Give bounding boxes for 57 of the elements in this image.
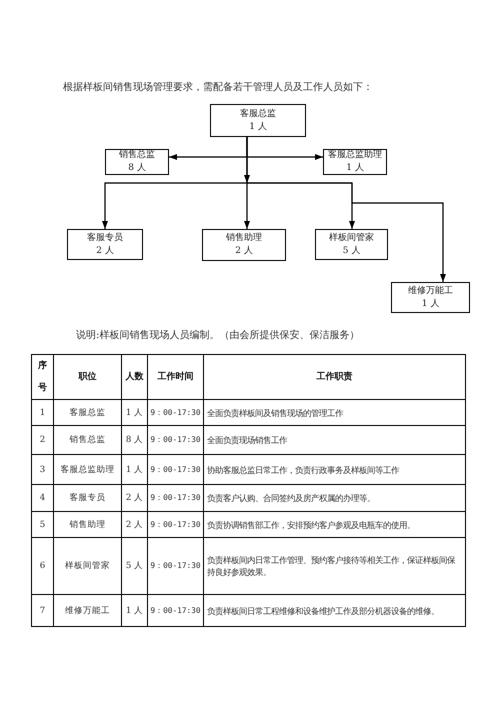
row-number: 7	[32, 594, 54, 626]
duty-description: 负责客户认购、合同签约及房产权属的办理等。	[204, 484, 466, 512]
headcount: 1 人	[422, 298, 440, 310]
headcount: 1 人	[122, 594, 148, 626]
column-header: 职位	[54, 354, 122, 400]
duty-description: 协助客服总监日常工作，负责行政事务及样板间等工作	[204, 454, 466, 484]
row-number: 3	[32, 454, 54, 484]
row-number: 4	[32, 484, 54, 512]
position-title: 维修万能工	[408, 284, 453, 298]
position-box	[323, 149, 387, 175]
position-title: 样板间管家	[329, 232, 374, 244]
position-box	[202, 229, 286, 261]
column-header: 工作职责	[204, 354, 466, 400]
arrow	[246, 137, 446, 282]
column-header: 序号	[32, 354, 54, 400]
headcount: 5 人	[122, 538, 148, 594]
headcount: 2 人	[122, 484, 148, 512]
headcount: 8 人	[128, 162, 146, 175]
headcount: 8 人	[122, 426, 148, 454]
position-title: 客服专员	[87, 232, 123, 244]
headcount: 1 人	[249, 120, 267, 134]
position-box	[391, 282, 470, 313]
position-name: 客服总监助理	[54, 454, 122, 484]
intro-sentence: 根据样板间销售现场管理要求，需配备若干管理人员及工作人员如下：	[63, 81, 373, 94]
headcount: 2 人	[96, 244, 114, 258]
position-box	[67, 229, 143, 260]
column-header: 人数	[122, 354, 148, 400]
position-box	[210, 104, 306, 137]
headcount: 1 人	[122, 400, 148, 426]
row-number: 2	[32, 426, 54, 454]
note-text: 说明:样板间销售现场人员编制。（由会所提供保安、保洁服务）	[76, 329, 360, 342]
column-header: 工作时间	[148, 354, 204, 400]
duty-description: 负责样板间内日常工作管理、预约客户接待等相关工作，保证样板间保持良好参观效果。	[204, 538, 466, 594]
position-box	[105, 149, 169, 175]
position-title: 客服总监	[240, 108, 276, 120]
duty-description: 全面负责现场销售工作	[204, 426, 466, 454]
row-number: 6	[32, 538, 54, 594]
row-number: 1	[32, 400, 54, 426]
row-number: 5	[32, 512, 54, 538]
position-title: 销售总监	[119, 149, 155, 162]
headcount: 2 人	[235, 245, 253, 258]
position-title: 客服总监助理	[328, 149, 382, 162]
headcount: 1 人	[346, 162, 364, 175]
position-name: 客服专员	[54, 484, 122, 512]
duty-description: 全面负责样板间及销售现场的管理工作	[204, 400, 466, 426]
headcount: 1 人	[122, 454, 148, 484]
position-name: 客服总监	[54, 400, 122, 426]
headcount: 2 人	[122, 512, 148, 538]
position-name: 销售总监	[54, 426, 122, 454]
position-name: 销售助理	[54, 512, 122, 538]
headcount: 5 人	[342, 244, 360, 258]
position-box	[315, 229, 388, 260]
position-name: 样板间管家	[54, 538, 122, 594]
duty-description: 负责样板间日常工程维修和设备维护工作及部分机器设备的维修。	[204, 594, 466, 626]
position-title: 销售助理	[226, 232, 262, 245]
duty-description: 负责协调销售部工作，安排预约客户参观及电瓶车的使用。	[204, 512, 466, 538]
position-name: 维修万能工	[54, 594, 122, 626]
